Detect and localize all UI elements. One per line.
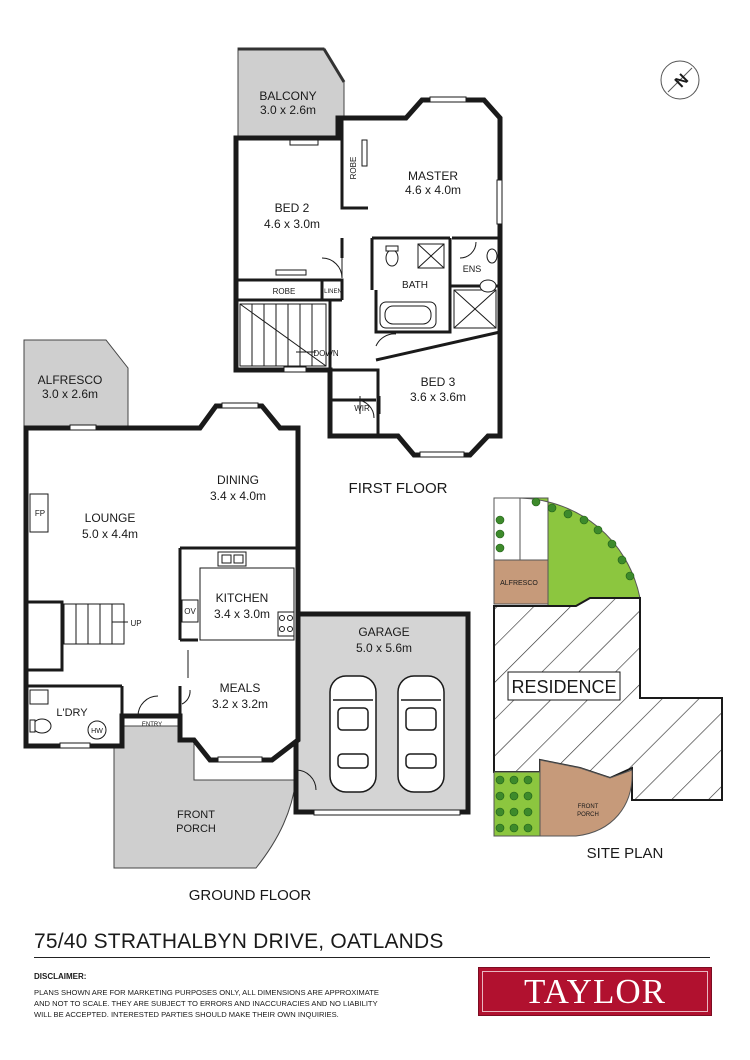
fireplace <box>29 493 49 533</box>
site-plan-title: SITE PLAN <box>587 845 664 862</box>
master-size: 4.6 x 4.0m <box>405 183 461 197</box>
bed2-size: 4.6 x 3.0m <box>264 217 320 231</box>
ov-label: OV <box>184 607 196 616</box>
disclaimer-text: PLANS SHOWN ARE FOR MARKETING PURPOSES O… <box>34 988 379 1019</box>
kitchen-fixtures <box>181 551 295 641</box>
balcony-size: 3.0 x 2.6m <box>260 103 316 117</box>
residence-label-box <box>507 671 621 701</box>
lounge-size: 5.0 x 4.4m <box>82 527 138 541</box>
compass-north-icon: N <box>660 60 700 100</box>
site-residence-label: RESIDENCE <box>511 677 616 697</box>
fp-label: FP <box>35 509 45 518</box>
car-left-icon <box>329 675 377 793</box>
robe-bed2-label: ROBE <box>273 287 296 296</box>
laundry-fixtures <box>29 689 107 740</box>
garage-label: GARAGE <box>358 625 409 639</box>
bed3-label: BED 3 <box>421 375 456 389</box>
garage-door <box>313 809 461 816</box>
site-plan <box>493 497 723 837</box>
ground-floor-stairs <box>63 603 128 645</box>
kitchen-size: 3.4 x 3.0m <box>214 607 270 621</box>
meals-label: MEALS <box>220 681 261 695</box>
logo-frame: TAYLOR <box>482 971 708 1012</box>
front-porch-label-1: FRONT <box>177 809 215 821</box>
garage-size: 5.0 x 5.6m <box>356 641 412 655</box>
first-floor-stairs <box>239 303 327 367</box>
linen-label: LINEN <box>324 289 342 295</box>
internal-walls-ground <box>26 546 298 716</box>
bath-label: BATH <box>402 280 428 291</box>
kitchen-label: KITCHEN <box>216 591 269 605</box>
bathroom-fixtures <box>379 243 498 329</box>
front-porch-label-2: PORCH <box>176 823 216 835</box>
first-floor-windows <box>275 96 503 458</box>
internal-walls-first <box>234 118 501 436</box>
front-porch-area <box>113 725 297 869</box>
dining-size: 3.4 x 4.0m <box>210 489 266 503</box>
wir-label: WIR <box>354 404 370 413</box>
master-label: MASTER <box>408 169 458 183</box>
disclaimer-title: DISCLAIMER: <box>34 972 87 981</box>
logo-text: TAYLOR <box>524 971 666 1011</box>
taylor-logo: TAYLOR <box>478 967 712 1016</box>
entry-label: ENTRY <box>142 722 162 728</box>
ground-floor-windows <box>59 402 263 763</box>
alfresco-area <box>23 339 129 427</box>
balcony-label: BALCONY <box>259 89 316 103</box>
site-front-porch-label-2: PORCH <box>577 812 599 818</box>
ldry-label: L'DRY <box>56 707 88 719</box>
bed3-size: 3.6 x 3.6m <box>410 390 466 404</box>
ens-label: ENS <box>463 264 482 274</box>
ground-floor-title: GROUND FLOOR <box>189 887 312 904</box>
bed2-label: BED 2 <box>275 201 310 215</box>
site-front-porch-paving <box>539 759 633 837</box>
first-floor-doors <box>321 241 477 419</box>
site-alfresco-label: ALFRESCO <box>500 580 538 587</box>
meals-size: 3.2 x 3.2m <box>212 697 268 711</box>
first-floor-plan <box>233 47 503 458</box>
dining-label: DINING <box>217 473 259 487</box>
ground-floor-plan <box>23 339 471 869</box>
site-garden-bed-bottom <box>493 771 541 837</box>
first-floor-title: FIRST FLOOR <box>349 480 448 497</box>
car-right-icon <box>397 675 445 793</box>
alfresco-label: ALFRESCO <box>38 373 103 387</box>
site-front-porch-label-1: FRONT <box>578 804 599 810</box>
down-label: DOWN <box>313 349 339 358</box>
alfresco-size: 3.0 x 2.6m <box>42 387 98 401</box>
site-alfresco-paving <box>493 559 549 605</box>
up-label: UP <box>130 619 141 628</box>
property-address: 75/40 STRATHALBYN DRIVE, OATLANDS <box>34 930 444 953</box>
lounge-label: LOUNGE <box>85 511 136 525</box>
ground-floor-doors <box>137 650 317 791</box>
hw-label: HW <box>91 728 103 735</box>
robe-master-label: ROBE <box>349 157 358 180</box>
footer-divider <box>34 957 710 958</box>
balcony-railing-side <box>322 48 346 83</box>
shrub-icons <box>495 497 635 833</box>
